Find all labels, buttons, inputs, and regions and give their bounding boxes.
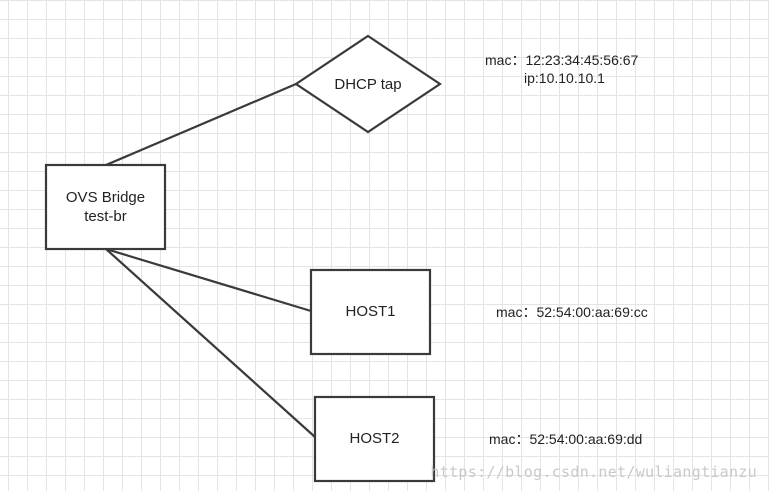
dhcp-tap-label: DHCP tap xyxy=(334,76,402,93)
edge-bridge-host2 xyxy=(105,248,316,438)
dhcp-mac-text: mac：12:23:34:45:56:67 xyxy=(485,52,639,68)
host2-mac-text: mac：52:54:00:aa:69:dd xyxy=(489,431,643,447)
host1-label: HOST1 xyxy=(345,303,396,320)
ovs-bridge-label: OVS Bridge test-br xyxy=(46,188,165,226)
host1-box xyxy=(309,268,432,356)
dhcp-tap-diamond xyxy=(294,34,442,134)
ovs-bridge-id: test-br xyxy=(84,208,127,225)
host2-label: HOST2 xyxy=(349,430,400,447)
dhcp-ip-text: ip:10.10.10.1 xyxy=(524,70,605,86)
edge-bridge-dhcp xyxy=(105,82,297,167)
host2-box xyxy=(313,395,436,483)
ovs-bridge-box xyxy=(44,163,167,251)
host1-mac-text: mac：52:54:00:aa:69:cc xyxy=(496,304,648,320)
ovs-bridge-name: OVS Bridge xyxy=(65,189,146,206)
edge-bridge-host1 xyxy=(105,247,312,313)
watermark-url: https://blog.csdn.net/wuliangtianzu xyxy=(430,463,757,481)
